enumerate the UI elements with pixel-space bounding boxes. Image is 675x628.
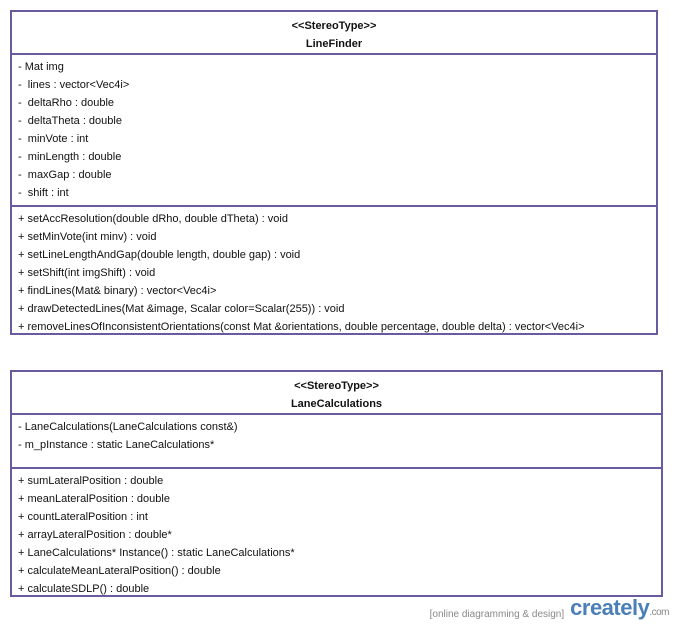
logo-suffix: .com	[649, 607, 669, 618]
attribute-item: - deltaRho : double	[18, 97, 115, 109]
attribute-item: - deltaTheta : double	[18, 115, 122, 127]
class-box-linefinder[interactable]: <<StereoType>> LineFinder - Mat img - li…	[10, 10, 658, 335]
attribute-item: - minVote : int	[18, 133, 89, 145]
operation-item: + removeLinesOfInconsistentOrientations(…	[18, 321, 585, 333]
attribute-item: - shift : int	[18, 187, 69, 199]
creately-footer: [online diagramming & design] creately.c…	[429, 595, 670, 626]
operation-item: + setAccResolution(double dRho, double d…	[18, 213, 288, 225]
operation-item: + setShift(int imgShift) : void	[18, 267, 156, 279]
attributes-section: - Mat img - lines : vector<Vec4i> - delt…	[12, 53, 656, 205]
stereotype-label: <<StereoType>>	[291, 20, 377, 32]
class-name: LineFinder	[305, 38, 363, 50]
stereotype-label: <<StereoType>>	[294, 380, 379, 392]
attribute-item: - Mat img	[18, 61, 64, 73]
class-box-lanecalculations[interactable]: <<StereoType>> LaneCalculations - LaneCa…	[10, 370, 663, 597]
operations-section: + setAccResolution(double dRho, double d…	[12, 205, 656, 336]
operation-item: + LaneCalculations* Instance() : static …	[18, 547, 295, 559]
operation-item: + sumLateralPosition : double	[18, 475, 164, 487]
logo-text: creately	[570, 595, 650, 620]
operation-item: + calculateSDLP() : double	[18, 583, 150, 595]
creately-logo[interactable]: creately.com	[570, 595, 669, 626]
attribute-item: - minLength : double	[18, 151, 122, 163]
attribute-item: - LaneCalculations(LaneCalculations cons…	[18, 421, 238, 433]
class-name: LaneCalculations	[290, 398, 383, 410]
class-header: <<StereoType>> LaneCalculations	[12, 372, 661, 413]
operations-section: + sumLateralPosition : double + meanLate…	[12, 467, 661, 598]
attribute-item: - maxGap : double	[18, 169, 112, 181]
operation-item: + setLineLengthAndGap(double length, dou…	[18, 249, 301, 261]
operation-item: + arrayLateralPosition : double*	[18, 529, 172, 541]
attribute-item: - lines : vector<Vec4i>	[18, 79, 130, 91]
operation-item: + calculateMeanLateralPosition() : doubl…	[18, 565, 221, 577]
attributes-section: - LaneCalculations(LaneCalculations cons…	[12, 413, 661, 467]
operation-item: + findLines(Mat& binary) : vector<Vec4i>	[18, 285, 217, 297]
operation-item: + drawDetectedLines(Mat &image, Scalar c…	[18, 303, 345, 315]
attribute-item: - m_pInstance : static LaneCalculations*	[18, 439, 215, 451]
operation-item: + countLateralPosition : int	[18, 511, 148, 523]
operation-item: + setMinVote(int minv) : void	[18, 231, 157, 243]
class-header: <<StereoType>> LineFinder	[12, 12, 656, 53]
operation-item: + meanLateralPosition : double	[18, 493, 170, 505]
footer-tagline: [online diagramming & design]	[429, 609, 565, 620]
